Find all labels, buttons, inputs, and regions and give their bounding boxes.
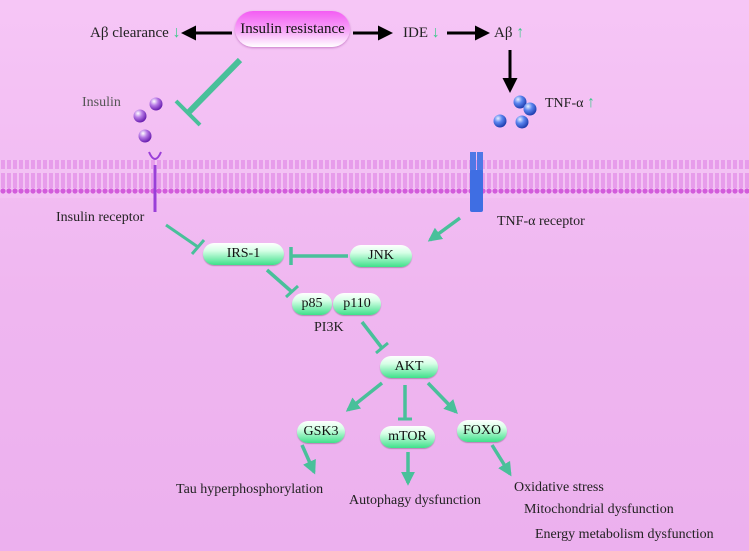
ab-text: Aβ [494, 25, 513, 41]
inhibit-irs1-pi3k [265, 268, 300, 299]
tau-outcome: Tau hyperphosphorylation [176, 482, 324, 497]
jnk-node: JNK [350, 245, 412, 267]
arrow-akt-to-gsk3 [345, 381, 384, 412]
insulin-receptor-icon [148, 151, 162, 212]
inhibit-pi3k-akt [360, 320, 389, 355]
autophagy-outcome: Autophagy dysfunction [349, 493, 481, 508]
pi3k-label: PI3K [314, 320, 344, 335]
tnf-molecule-icon [513, 95, 527, 109]
down-arrow-icon: ↓ [431, 24, 440, 41]
tnf-receptor-label: TNF-α receptor [497, 214, 585, 229]
down-arrow-icon: ↓ [172, 24, 181, 41]
arrow-tnf-to-jnk [427, 216, 462, 242]
ab-clearance-text: Aβ clearance [90, 25, 169, 41]
arrow-akt-to-foxo [426, 381, 458, 415]
up-arrow-icon: ↑ [516, 24, 525, 41]
mtor-node: mTOR [380, 426, 435, 448]
energy-outcome: Energy metabolism dysfunction [535, 527, 714, 542]
insulin-molecule-icon [149, 97, 163, 111]
arrow-foxo-to-outcomes [490, 444, 512, 477]
inhibit-akt-mtor [398, 385, 412, 421]
akt-node: AKT [380, 356, 438, 378]
foxo-node: FOXO [457, 420, 507, 442]
insulin-resistance-node: Insulin resistance [235, 11, 350, 47]
up-arrow-icon: ↑ [586, 94, 595, 111]
insulin-label: Insulin [82, 95, 121, 110]
tnf-molecule-icon [493, 114, 507, 128]
oxidative-outcome: Oxidative stress [514, 480, 604, 495]
ide-text: IDE [403, 25, 428, 41]
insulin-molecule-icon [138, 129, 152, 143]
tnf-receptor-icon [470, 152, 483, 212]
tnf-molecule-icon [523, 102, 537, 116]
cell-membrane [0, 160, 749, 198]
irs1-node: IRS-1 [203, 243, 284, 265]
gsk3-node: GSK3 [297, 421, 345, 443]
inhibit-ir-insulin [174, 57, 243, 127]
p110-node: p110 [333, 293, 381, 315]
ab-clearance-label: Aβ clearance ↓ [90, 24, 181, 42]
inhibit-receptor-irs1 [165, 223, 206, 255]
insulin-receptor-label: Insulin receptor [56, 210, 145, 225]
inhibit-jnk-irs1 [289, 247, 348, 265]
arrow-gsk3-to-tau [300, 444, 316, 475]
ab-label: Aβ ↑ [494, 24, 525, 42]
tnf-alpha-text: TNF-α [545, 96, 584, 111]
tnf-alpha-label: TNF-α ↑ [545, 95, 595, 112]
p85-node: p85 [292, 293, 332, 315]
insulin-molecule-icon [133, 109, 147, 123]
mitochondrial-outcome: Mitochondrial dysfunction [524, 502, 674, 517]
ide-label: IDE ↓ [403, 24, 440, 42]
tnf-molecule-icon [515, 115, 529, 129]
